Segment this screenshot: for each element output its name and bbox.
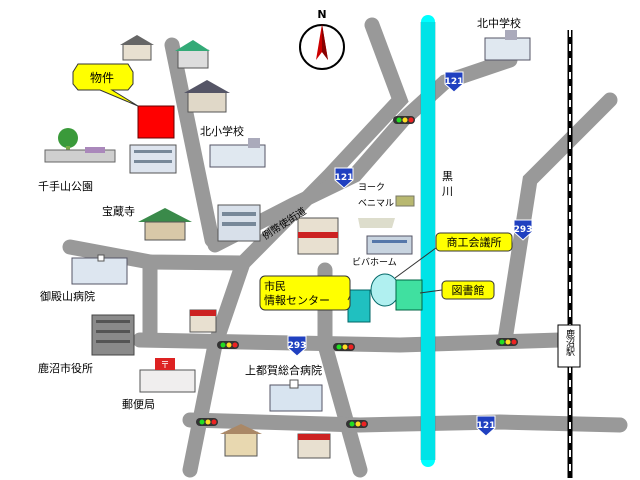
shimin-label-1: 市民	[264, 279, 286, 293]
traffic-light-icon	[196, 418, 218, 426]
house-icon	[297, 433, 331, 459]
shimin-info-center-marker	[347, 289, 371, 323]
label-yorks-2: ベニマル	[358, 199, 394, 209]
post-office-icon: 〒	[139, 358, 196, 393]
north-elementary-school-icon	[209, 138, 266, 168]
label-post-office: 郵便局	[122, 398, 155, 411]
compass-n-label: N	[317, 8, 326, 21]
school-building-icon	[129, 144, 177, 174]
label-kurokawa-1: 黒	[442, 170, 453, 183]
house-icon	[184, 80, 230, 113]
temple-icon	[138, 208, 192, 241]
yorks-benimaru-icon	[358, 195, 415, 228]
traffic-light-icon	[333, 343, 355, 351]
label-senteyama-park: 千手山公園	[38, 179, 93, 193]
road-west-north	[164, 37, 220, 248]
shimin-label-2: 情報センター	[264, 294, 330, 307]
park-icon	[44, 128, 116, 163]
route-121-shield: 121	[444, 71, 464, 93]
library-label: 図書館	[452, 283, 485, 297]
label-yorks-1: ヨーク	[358, 182, 385, 193]
label-city-hall: 鹿沼市役所	[38, 361, 93, 375]
route-293-label: 293	[514, 225, 533, 235]
route-121-label: 121	[335, 173, 354, 183]
vivahome-icon	[366, 235, 413, 255]
shop-icon	[297, 217, 339, 255]
city-hall-icon	[91, 314, 135, 356]
house-icon	[120, 35, 154, 61]
label-kamitsuga-hospital: 上都賀総合病院	[245, 363, 322, 377]
chamber-label: 商工会議所	[447, 235, 502, 249]
label-vivahome: ビバホーム	[352, 257, 397, 268]
traffic-light-icon	[346, 420, 368, 428]
route-121-label: 121	[477, 421, 496, 431]
traffic-light-icon	[393, 116, 415, 124]
library-marker	[395, 279, 423, 311]
station-label: 鹿沼駅	[564, 328, 575, 357]
route-293-shield: 293	[287, 335, 307, 357]
road-north-diagonal	[182, 17, 409, 478]
chamber-of-commerce-marker	[370, 273, 400, 307]
label-gotenyama-hospital: 御殿山病院	[40, 289, 95, 303]
property-callout: 物件	[72, 63, 139, 107]
label-hozoji: 宝蔵寺	[102, 204, 135, 218]
compass: N	[299, 8, 345, 70]
house-icon	[189, 309, 217, 333]
north-junior-high-icon	[484, 30, 531, 61]
svg-text:〒: 〒	[160, 361, 169, 371]
route-shields: 121 121 293 293 121	[287, 71, 533, 437]
route-121-shield: 121	[476, 415, 496, 437]
road-south	[182, 412, 628, 433]
office-building-icon	[217, 204, 261, 242]
shimin-info-center-callout: 市民 情報センター	[259, 275, 351, 311]
route-293-label: 293	[288, 341, 307, 351]
road-east	[497, 92, 618, 348]
house-icon	[175, 40, 210, 69]
label-kurokawa-2: 川	[442, 185, 453, 198]
traffic-light-icon	[217, 341, 239, 349]
route-121-label: 121	[445, 77, 464, 87]
chamber-callout: 商工会議所	[394, 232, 513, 279]
route-121-shield: 121	[334, 167, 354, 189]
library-callout: 図書館	[419, 280, 495, 300]
traffic-light-icon	[496, 338, 518, 346]
label-north-junior-high: 北中学校	[477, 16, 521, 30]
buildings: 〒	[44, 30, 531, 459]
house-icon	[220, 424, 262, 457]
label-north-elementary: 北小学校	[200, 124, 244, 138]
kamitsuga-hospital-icon	[269, 379, 323, 412]
property-callout-text: 物件	[90, 71, 114, 85]
kanuma-station: 鹿沼駅	[557, 324, 581, 368]
route-293-shield: 293	[513, 219, 533, 241]
traffic-signals	[196, 116, 518, 428]
gotenyama-hospital-icon	[71, 254, 128, 285]
property-marker	[137, 105, 175, 139]
